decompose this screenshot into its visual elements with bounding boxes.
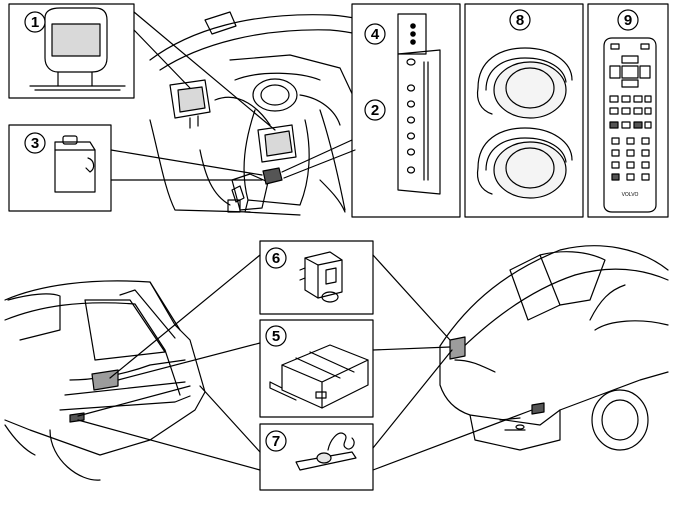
component-box-8 xyxy=(464,3,584,218)
control-panel-icon xyxy=(397,13,427,55)
antenna-location-sedan xyxy=(531,402,545,415)
svg-text:2: 2 xyxy=(371,102,379,119)
leader-lines-top xyxy=(110,11,356,181)
leader-lines-bottom xyxy=(77,254,533,471)
svg-text:3: 3 xyxy=(31,135,39,152)
component-box-9: VOLVO xyxy=(587,3,669,218)
callout-4: 4 xyxy=(364,23,386,45)
callout-8: 8 xyxy=(509,9,531,31)
wagon-rear-illustration xyxy=(4,280,206,481)
amplifier-location-wagon xyxy=(91,369,119,391)
headrest-screen-left xyxy=(169,79,211,129)
car-interior-illustration xyxy=(149,11,393,216)
remote-brand-text: VOLVO xyxy=(622,192,639,198)
svg-text:4: 4 xyxy=(371,26,380,43)
svg-text:7: 7 xyxy=(272,433,280,450)
callout-6: 6 xyxy=(265,247,287,269)
headrest-screen-right xyxy=(257,124,297,163)
callout-9: 9 xyxy=(617,9,639,31)
amplifier-location-sedan xyxy=(449,336,466,360)
svg-text:8: 8 xyxy=(516,12,524,29)
component-box-3 xyxy=(8,124,112,212)
callout-2: 2 xyxy=(364,99,386,121)
ir-antenna-icon xyxy=(295,432,357,471)
svg-text:6: 6 xyxy=(272,250,280,267)
power-module-icon xyxy=(54,135,96,193)
power-supply-icon xyxy=(299,251,343,303)
power-module-location xyxy=(262,167,283,185)
callout-3: 3 xyxy=(24,132,46,154)
svg-text:5: 5 xyxy=(272,328,280,345)
callout-5: 5 xyxy=(265,325,287,347)
wireless-headphones-icon xyxy=(476,47,573,199)
amplifier-icon xyxy=(269,344,369,409)
callout-1: 1 xyxy=(24,11,46,33)
svg-text:1: 1 xyxy=(31,14,39,31)
remote-control-icon: VOLVO xyxy=(603,37,657,213)
headrest-screen-icon xyxy=(29,7,126,91)
dvd-player-icon xyxy=(397,49,441,195)
callout-7: 7 xyxy=(265,430,287,452)
svg-text:9: 9 xyxy=(624,12,632,29)
sedan-rear-illustration xyxy=(439,245,669,451)
